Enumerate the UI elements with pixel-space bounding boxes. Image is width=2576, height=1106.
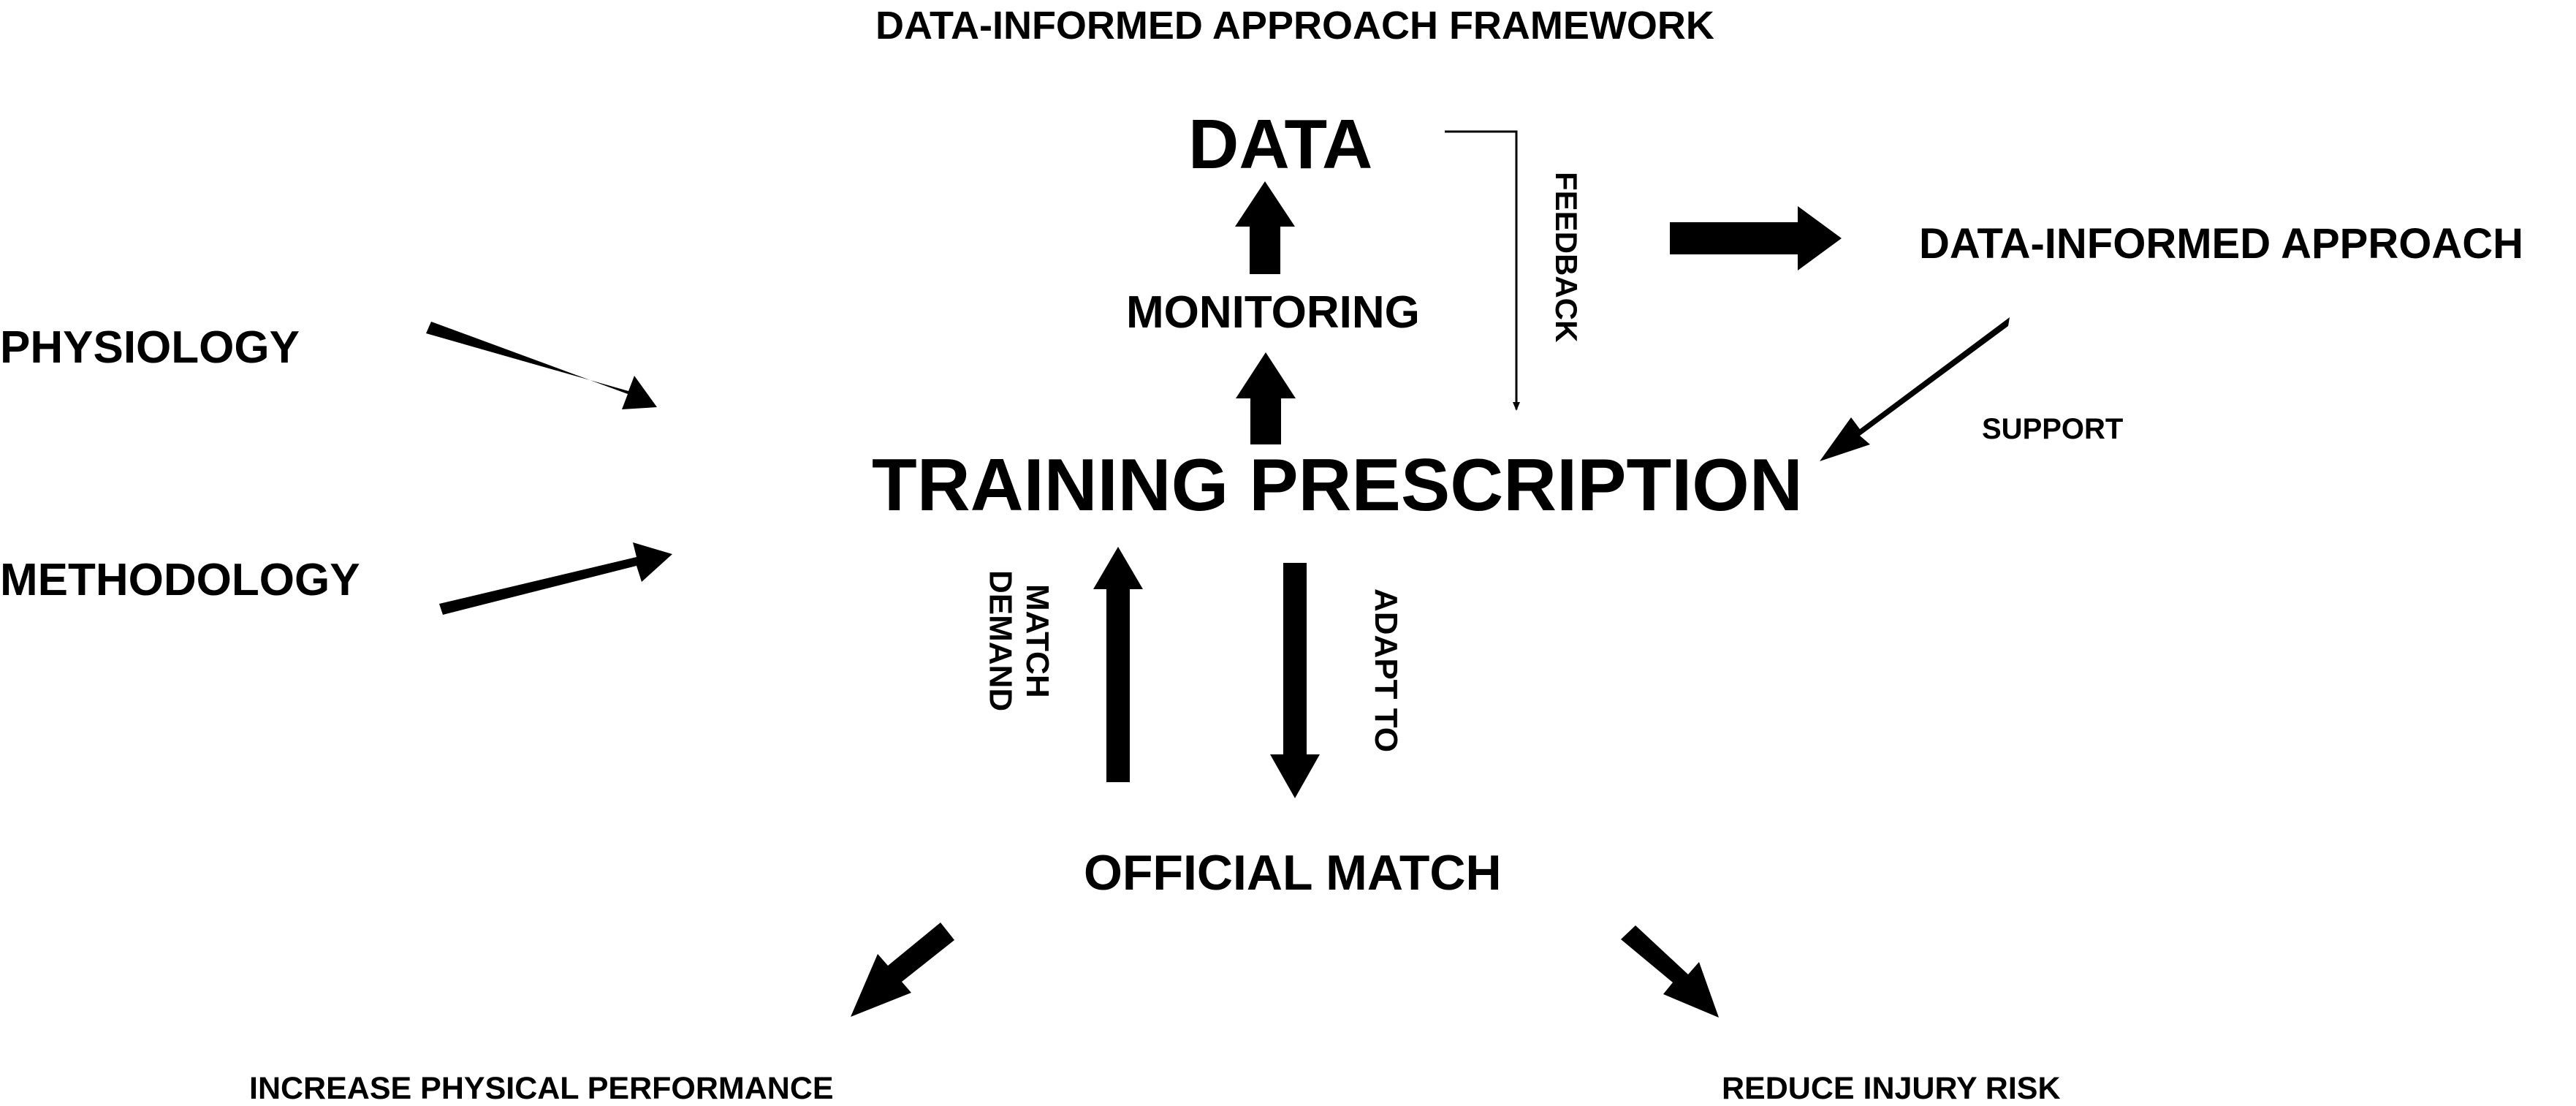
arrow-to-increase-performance	[851, 923, 954, 1017]
arrow-monitoring-to-data	[1235, 181, 1295, 274]
arrow-adapt-to-down	[1270, 563, 1320, 798]
edge-label-support: SUPPORT	[1982, 413, 2124, 445]
arrow-physiology-to-training	[426, 322, 657, 409]
node-training-prescription: TRAINING PRESCRIPTION	[872, 444, 1803, 526]
arrow-to-data-informed-approach	[1670, 206, 1842, 270]
node-data-informed-approach: DATA-INFORMED APPROACH	[1919, 220, 2523, 268]
node-reduce-injury-risk: REDUCE INJURY RISK	[1722, 1071, 2061, 1106]
node-data: DATA	[1188, 105, 1373, 183]
node-increase-physical-performance: INCREASE PHYSICAL PERFORMANCE	[249, 1071, 834, 1106]
arrow-match-demand-up	[1093, 547, 1143, 782]
arrow-methodology-to-training	[439, 542, 672, 615]
edge-label-adapt-to: ADAPT TO	[1368, 588, 1404, 753]
feedback-arrow	[1445, 130, 1520, 411]
arrow-support-to-training	[1820, 317, 2010, 461]
node-official-match: OFFICIAL MATCH	[1084, 845, 1502, 901]
node-monitoring: MONITORING	[1126, 287, 1420, 338]
diagram-title: DATA-INFORMED APPROACH FRAMEWORK	[875, 4, 1714, 48]
arrow-training-to-monitoring	[1236, 352, 1296, 444]
edge-label-feedback: FEEDBACK	[1549, 172, 1584, 343]
edge-label-match-demand: MATCH DEMAND	[982, 570, 1056, 712]
node-physiology: PHYSIOLOGY	[0, 322, 300, 373]
arrow-to-reduce-injury	[1621, 925, 1719, 1018]
node-methodology: METHODOLOGY	[0, 555, 360, 605]
